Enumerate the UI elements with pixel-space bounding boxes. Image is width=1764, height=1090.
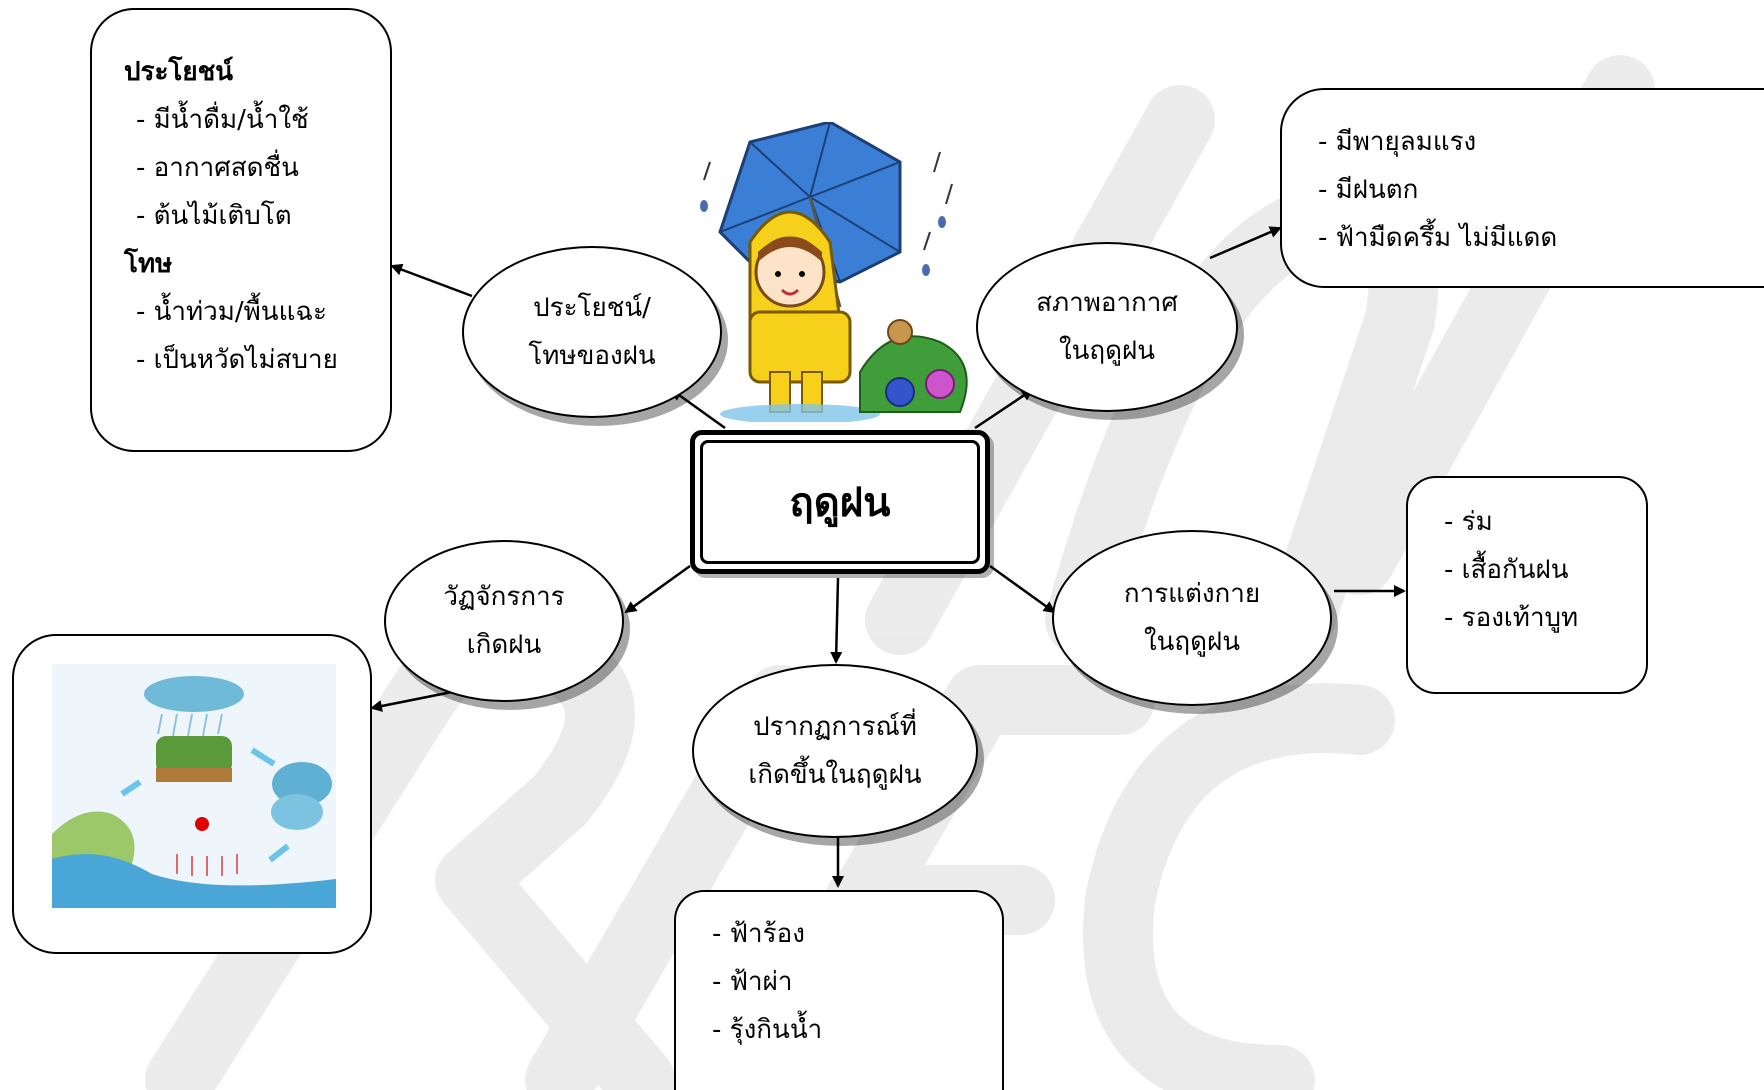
dress-item: - รองเท้าบูท [1444, 603, 1579, 633]
node-dress-line1: การแต่งกาย [1123, 579, 1261, 609]
node-benefit-harm: ประโยชน์/ โทษของฝน [462, 246, 722, 418]
center-node: ฤดูฝน [690, 430, 990, 574]
water-cycle-picture [52, 664, 336, 908]
weather-item: - มีพายุลมแรง [1318, 127, 1477, 157]
arrow-weather-box [1209, 226, 1282, 260]
node-rain-cycle: วัฏจักรการ เกิดฝน [384, 540, 624, 702]
dress-item: - ร่ม [1444, 507, 1493, 537]
rain-child-illustration [700, 122, 968, 422]
benefit-item: - อากาศสดชื่น [136, 153, 299, 183]
node-weather-line1: สภาพอากาศ [1036, 288, 1178, 318]
node-phenomena: ปรากฏการณ์ที่ เกิดขึ้นในฤดูฝน [692, 664, 978, 838]
node-weather: สภาพอากาศ ในฤดูฝน [976, 242, 1238, 412]
benefit-item: - ต้นไม้เติบโต [136, 201, 292, 231]
node-cycle-line2: เกิดฝน [466, 630, 542, 660]
harm-item: - เป็นหวัดไม่สบาย [136, 345, 338, 375]
node-dress-line2: ในฤดูฝน [1143, 627, 1241, 657]
arrow-weather-node [974, 388, 1034, 430]
dress-item: - เสื้อกันฝน [1444, 555, 1569, 585]
arrow-dress-node [989, 564, 1056, 614]
arrow-cycle-box [370, 690, 453, 712]
node-benefit-line1: ประโยชน์/ [533, 293, 651, 323]
benefit-harm-box: ประโยชน์ - มีน้ำดื่ม/น้ำใช้ - อากาศสดชื่… [90, 8, 392, 452]
phenomena-box: - ฟ้าร้อง - ฟ้าผ่า - รุ้งกินน้ำ [674, 890, 1004, 1090]
harm-item: - น้ำท่วม/พื้นแฉะ [136, 297, 328, 327]
arrow-phenomena-node [830, 577, 843, 664]
node-benefit-line2: โทษของฝน [528, 341, 656, 371]
weather-item: - ฟ้ามืดครึ้ม ไม่มีแดด [1318, 223, 1558, 253]
arrow-cycle-node [624, 564, 691, 614]
node-dress: การแต่งกาย ในฤดูฝน [1052, 530, 1332, 706]
harm-heading: โทษ [124, 249, 173, 279]
node-phenomena-line2: เกิดขึ้นในฤดูฝน [748, 760, 922, 790]
benefit-item: - มีน้ำดื่ม/น้ำใช้ [136, 105, 309, 135]
phenomena-item: - ฟ้าร้อง [712, 919, 805, 949]
phenomena-item: - ฟ้าผ่า [712, 967, 793, 997]
center-title: ฤดูฝน [700, 440, 980, 564]
arrow-benefit-box [390, 263, 473, 298]
node-weather-line2: ในฤดูฝน [1058, 336, 1156, 366]
dress-box: - ร่ม - เสื้อกันฝน - รองเท้าบูท [1406, 476, 1648, 694]
water-cycle-box [12, 634, 372, 954]
phenomena-item: - รุ้งกินน้ำ [712, 1015, 823, 1045]
node-cycle-line1: วัฏจักรการ [443, 582, 565, 612]
weather-box: - มีพายุลมแรง - มีฝนตก - ฟ้ามืดครึ้ม ไม่… [1280, 88, 1764, 288]
benefit-heading: ประโยชน์ [124, 57, 234, 87]
weather-item: - มีฝนตก [1318, 175, 1419, 205]
arrow-benefit-node [670, 388, 726, 430]
node-phenomena-line1: ปรากฏการณ์ที่ [753, 712, 917, 742]
